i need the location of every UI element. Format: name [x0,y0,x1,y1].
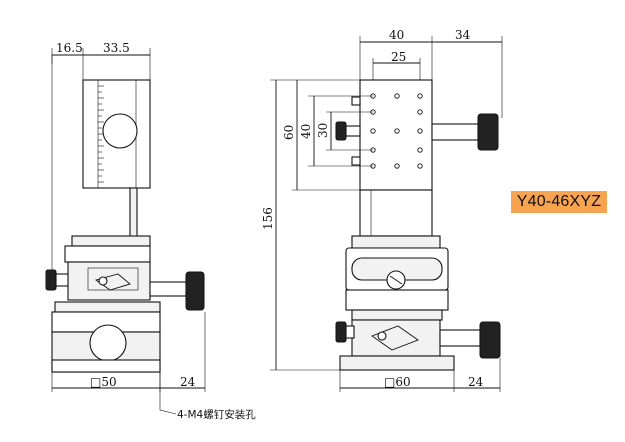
dim-24-left: 24 [180,375,196,389]
mid-lower-block [67,261,151,301]
dim-33-5: 33.5 [103,41,130,55]
dim-60: 60 [282,125,296,140]
z-knob [102,113,138,149]
dim-sq-50: □50 [90,375,117,389]
dim-16-5: 16.5 [56,41,83,55]
model-label-badge: Y40-46XYZ [511,191,607,213]
top-right-knob [477,113,499,151]
lower-screw-shaft [439,329,481,347]
mid-slide-feature [94,273,131,291]
l-bracket [129,187,138,241]
top-left-knob [335,121,347,141]
lower-left-knob [335,321,347,343]
dim-sq-60: □60 [384,375,411,389]
mid-screw-shaft [149,281,187,297]
top-screw-shaft [431,123,479,141]
mounting-hole-note: 4-M4螺钉安装孔 [177,408,256,421]
mid-upper-block [64,245,151,263]
dim-30: 30 [316,123,330,138]
dim-156: 156 [261,207,275,230]
lower-stage-block [351,319,441,357]
lower-slide-feature [371,325,419,351]
dim-34: 34 [455,28,471,42]
mounting-holes [370,93,423,169]
base-plate [339,355,455,371]
mid-plate-right [351,235,441,249]
dim-40-top: 40 [389,28,404,42]
mid-top-plate [71,235,151,247]
left-side-view: 16.5 33.5 [45,41,256,421]
mid-right-knob [185,271,205,311]
right-front-view: 40 34 25 [261,28,503,392]
dim-40-left: 40 [299,124,313,139]
bottom-knob [89,324,127,362]
dim-24-right: 24 [468,375,484,389]
bottom-top-plate [54,301,161,313]
left-side-knob [45,269,57,291]
note-leader [159,372,177,415]
mid-lower-right [345,289,449,311]
scale-ruler [98,85,104,183]
lower-right-knob [479,321,501,359]
vertical-column [359,189,433,237]
dim-25: 25 [391,50,406,64]
